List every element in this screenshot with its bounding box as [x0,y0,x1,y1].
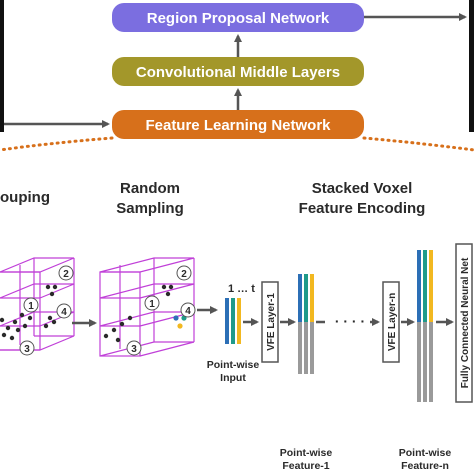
vfe-layer-n-box: VFE Layer-n [382,281,400,363]
input-range-label: 1 … t [228,283,255,295]
svg-text:Fully Connected Neural Net: Fully Connected Neural Net [460,257,471,388]
grouping-points [0,284,58,341]
svg-text:2: 2 [181,269,187,280]
svfe-title-line2: Feature Encoding [299,200,426,217]
svg-text:VFE Layer-1: VFE Layer-1 [266,293,277,351]
expand-dotted-right [362,136,474,152]
conv-middle-label: Convolutional Middle Layers [136,64,340,81]
svg-text:1: 1 [28,301,34,312]
svg-text:3: 3 [131,344,137,355]
svg-text:2: 2 [63,269,69,280]
point-wise-input-bars [225,298,241,344]
feature-1-label-line2: Feature-1 [282,460,329,472]
svg-text:4: 4 [185,306,191,317]
point-input-label-line1: Point-wise [207,359,260,371]
point-wise-feature-1-bars [298,274,314,374]
sampling-points [103,284,174,343]
point-wise-feature-n-bars [417,250,433,402]
random-title-line2: Sampling [116,200,184,217]
svfe-title-line1: Stacked Voxel [312,180,413,197]
conv-middle-layers-box: Convolutional Middle Layers [112,57,364,86]
sampled-color-points [173,315,187,329]
fully-connected-net-box: Fully Connected Neural Net [455,243,473,403]
grouping-title: ouping [0,189,50,206]
point-input-label-line2: Input [220,372,246,384]
svg-text:1: 1 [149,299,155,310]
feature-n-label-line2: Feature-n [401,460,449,472]
svg-text:4: 4 [61,307,67,318]
feature-learning-network-box: Feature Learning Network [112,110,364,139]
feature-learning-label: Feature Learning Network [145,117,331,134]
feature-n-label-line1: Point-wise [399,447,452,459]
svg-text:VFE Layer-n: VFE Layer-n [387,293,398,351]
sampling-markers: 2 1 4 3 [126,265,196,356]
grouping-markers: 2 1 4 3 [19,265,74,356]
ellipsis-dots: · · · · [335,313,365,329]
svg-text:3: 3 [24,344,30,355]
region-proposal-network-box: Region Proposal Network [112,3,364,32]
random-title-line1: Random [120,180,180,197]
region-proposal-label: Region Proposal Network [147,10,330,27]
sampling-voxel-grid [99,257,195,357]
right-frame-bar [469,0,474,132]
feature-1-label-line1: Point-wise [280,447,333,459]
vfe-layer-1-box: VFE Layer-1 [261,281,279,363]
expand-dotted-left [0,136,114,152]
left-frame-bar [0,0,4,132]
